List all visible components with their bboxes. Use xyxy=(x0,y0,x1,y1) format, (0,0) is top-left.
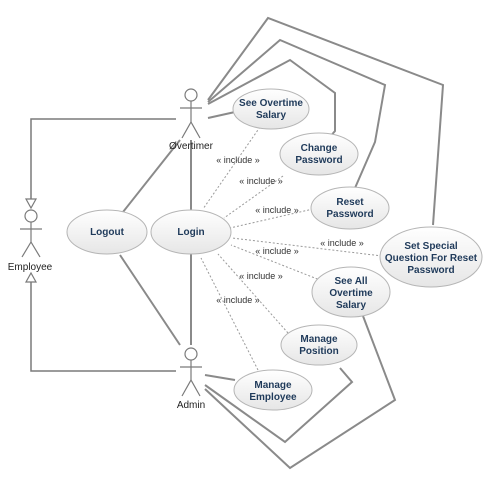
use-case-label: Change xyxy=(301,143,338,154)
use-case-logout[interactable]: Logout xyxy=(66,209,148,255)
use-case-change-password[interactable]: Change Password xyxy=(279,132,359,176)
use-case-label: Salary xyxy=(256,110,286,121)
use-case-label: Password xyxy=(407,265,454,276)
include-labels: « include » « include » « include » « in… xyxy=(216,155,364,305)
actor-employee[interactable]: Employee xyxy=(8,209,53,273)
actor-label-overtimer: Øvertimer xyxy=(169,141,214,152)
use-case-label: See All xyxy=(335,276,368,287)
generalization-lines xyxy=(24,118,176,372)
use-case-label: Salary xyxy=(336,300,366,311)
use-case-label: Manage xyxy=(300,334,338,345)
use-case-label: See Overtime xyxy=(239,98,303,109)
use-case-label: Password xyxy=(326,209,373,220)
use-case-label: Position xyxy=(299,346,338,357)
include-label: « include » xyxy=(239,271,283,281)
include-dependencies xyxy=(200,126,383,371)
use-case-manage-position[interactable]: Manage Position xyxy=(280,324,358,366)
use-case-manage-employee[interactable]: Manage Employee xyxy=(233,369,313,411)
include-label: « include » xyxy=(320,238,364,248)
include-label: « include » xyxy=(216,155,260,165)
generalization-arrowhead-bottom xyxy=(24,271,38,283)
use-case-login[interactable]: Login xyxy=(150,209,232,255)
use-case-label: Set Special xyxy=(404,241,458,252)
use-case-label: Employee xyxy=(249,392,297,403)
use-case-label: Password xyxy=(295,155,342,166)
use-case-label: Overtime xyxy=(329,288,373,299)
generalization-arrowhead-top xyxy=(24,198,38,210)
use-case-see-overtime-salary[interactable]: See Overtime Salary xyxy=(232,88,310,130)
include-label: « include » xyxy=(255,246,299,256)
use-case-reset-password[interactable]: Reset Password xyxy=(310,186,390,230)
include-label: « include » xyxy=(216,295,260,305)
use-case-see-all-overtime-salary[interactable]: See All Overtime Salary xyxy=(311,266,391,318)
actor-label-admin: Admin xyxy=(177,400,205,411)
actor-admin[interactable]: Admin xyxy=(177,347,205,411)
use-case-label: Question For Reset xyxy=(385,253,478,264)
include-label: « include » xyxy=(239,176,283,186)
include-label: « include » xyxy=(255,205,299,215)
use-case-label: Logout xyxy=(90,227,125,238)
actor-label-employee: Employee xyxy=(8,262,53,273)
use-case-label: Manage xyxy=(254,380,292,391)
use-case-set-special-question[interactable]: Set Special Question For Reset Password xyxy=(379,226,483,288)
use-case-label: Login xyxy=(177,227,204,238)
association-lines xyxy=(119,16,445,470)
actor-overtimer[interactable]: Øvertimer xyxy=(169,88,214,152)
use-case-label: Reset xyxy=(336,197,364,208)
